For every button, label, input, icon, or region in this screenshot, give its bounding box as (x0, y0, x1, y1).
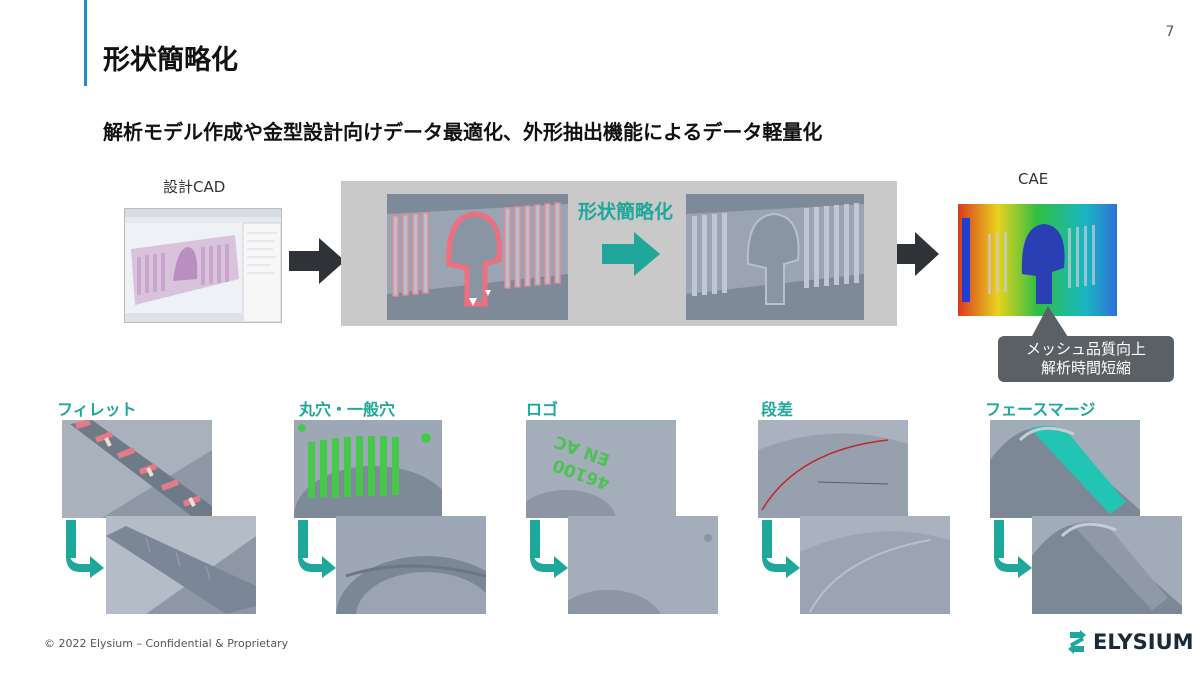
category-label-hole: 丸穴・一般穴 (299, 400, 396, 419)
fillet-after-image (106, 516, 256, 614)
arrow-right-icon (887, 232, 939, 276)
down-right-arrow-icon (762, 520, 800, 578)
down-right-arrow-icon (66, 520, 104, 578)
after-simplification-image (686, 194, 864, 320)
face-merge-before-image (990, 420, 1140, 518)
fillet-before-image (62, 420, 212, 518)
before-model-graphic (387, 194, 568, 320)
category-label-face-merge: フェースマージ (985, 400, 1096, 419)
logo-before-graphic: EN AC 46100 (526, 420, 676, 518)
step-before-graphic (758, 420, 908, 518)
cad-screenshot-graphic (125, 209, 281, 322)
callout-line-1: メッシュ品質向上 (1025, 340, 1146, 358)
cae-analysis-image (958, 204, 1117, 316)
cae-label: CAE (1018, 170, 1049, 188)
logo-after-graphic (568, 516, 718, 614)
category-label-logo: ロゴ (526, 400, 559, 419)
logo-before-image: EN AC 46100 (526, 420, 676, 518)
simplify-label: 形状簡略化 (578, 201, 674, 223)
title-accent-bar (84, 0, 87, 86)
category-label-step: 段差 (761, 400, 794, 419)
fillet-before-graphic (62, 420, 212, 518)
cad-software-screenshot (124, 208, 282, 323)
hole-after-image (336, 516, 486, 614)
face-merge-after-graphic (1032, 516, 1182, 614)
slide-subtitle: 解析モデル作成や金型設計向けデータ最適化、外形抽出機能によるデータ軽量化 (103, 120, 823, 144)
face-merge-after-image (1032, 516, 1182, 614)
before-simplification-image (387, 194, 568, 320)
down-right-arrow-icon (994, 520, 1032, 578)
step-after-graphic (800, 516, 950, 614)
hole-before-image (294, 420, 442, 518)
page-number: 7 (1165, 24, 1175, 40)
down-right-arrow-icon (298, 520, 336, 578)
step-before-image (758, 420, 908, 518)
callout-line-2: 解析時間短縮 (1040, 359, 1131, 377)
face-merge-before-graphic (990, 420, 1140, 518)
page-title: 形状簡略化 (103, 45, 238, 76)
down-right-arrow-icon (530, 520, 568, 578)
step-after-image (800, 516, 950, 614)
hole-after-graphic (336, 516, 486, 614)
arrow-right-icon (602, 232, 660, 276)
fillet-after-graphic (106, 516, 256, 614)
callout-pointer (1030, 306, 1070, 340)
elysium-logo-text: ELYSIUM (1093, 630, 1194, 654)
footer-copyright: © 2022 Elysium – Confidential & Propriet… (44, 637, 289, 650)
after-model-graphic (686, 194, 864, 320)
arrow-right-icon (289, 238, 345, 284)
benefit-callout: メッシュ品質向上 解析時間短縮 (998, 336, 1174, 382)
logo-after-image (568, 516, 718, 614)
cad-label: 設計CAD (163, 178, 226, 196)
cae-mesh-graphic (958, 204, 1117, 316)
elysium-logo-icon (1068, 630, 1086, 654)
hole-before-graphic (294, 420, 442, 518)
category-label-fillet: フィレット (57, 400, 137, 419)
